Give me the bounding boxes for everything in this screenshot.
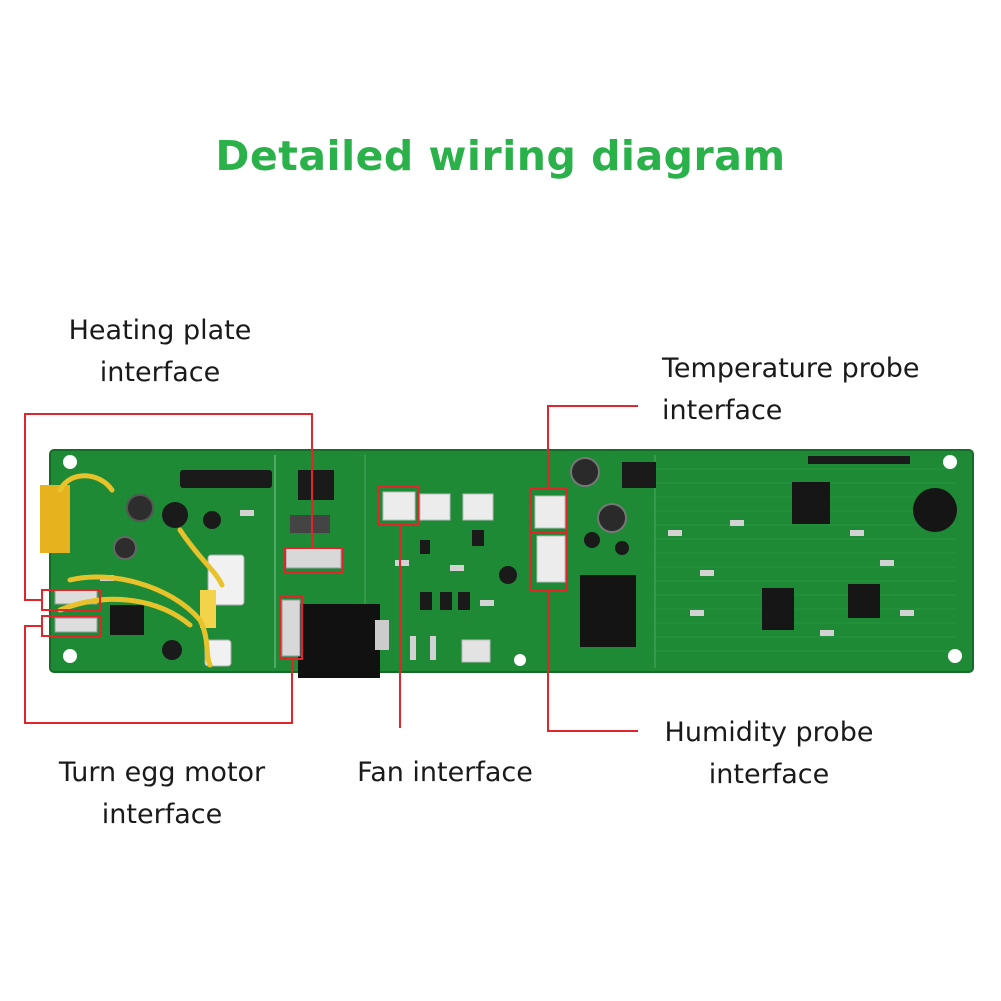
heating-plate-label: Heating plate interface <box>68 315 252 388</box>
yellow-wires <box>57 473 225 668</box>
turn-egg-motor-label: Turn egg motor interface <box>58 757 266 830</box>
temperature-probe-label: Temperature probe interface <box>662 353 920 426</box>
motor-connector-box <box>279 596 303 660</box>
callout-lines <box>24 405 638 732</box>
board-components <box>40 456 957 678</box>
motor-box-upper <box>41 589 101 611</box>
heating-plate-box <box>284 547 344 573</box>
page-title: Detailed wiring diagram <box>215 132 786 180</box>
fan-interface-label: Fan interface <box>357 757 533 788</box>
humidity-probe-label: Humidity probe interface <box>664 717 874 790</box>
fan-box <box>377 486 419 526</box>
